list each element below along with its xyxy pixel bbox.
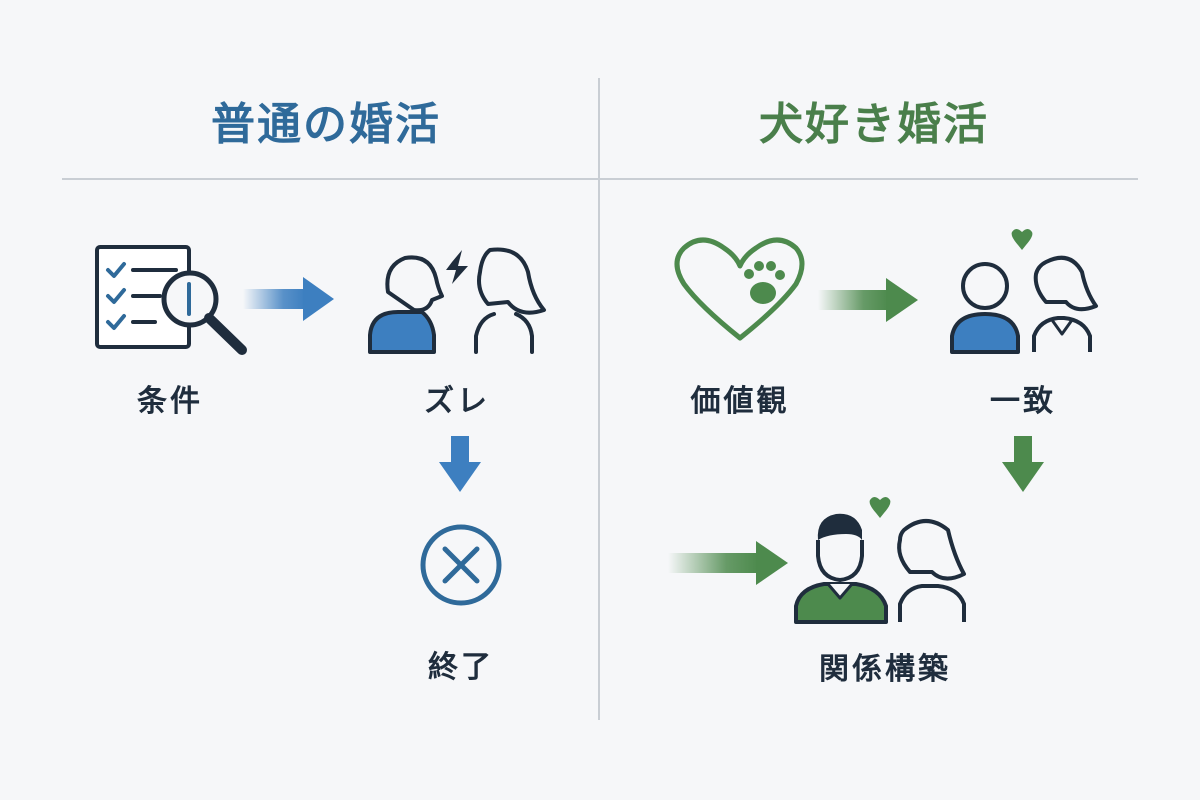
step-label-mismatch: ズレ [424,384,490,419]
step-label-relationship: 関係構築 [819,652,951,687]
right-column-title: 犬好き婚活 [759,99,989,150]
matched-couple-icon [950,229,1098,354]
checklist-magnifier-icon [95,245,247,355]
flow-arrow-right-1 [818,278,918,322]
center-divider [598,78,600,720]
left-column-title: 普通の婚活 [211,99,441,150]
flow-arrow-right-down [1002,436,1044,492]
happy-couple-icon [794,497,966,624]
step-label-end: 終了 [428,650,494,685]
step-label-values: 価値観 [690,384,790,419]
flow-arrow-left-down [439,436,481,492]
cross-circle-icon [420,524,502,606]
flow-arrow-left-1 [243,277,334,321]
heart-paw-icon [674,237,805,341]
step-label-agreement: 一致 [990,384,1056,419]
flow-arrow-right-2 [668,541,788,585]
header-divider [62,178,1138,180]
step-label-conditions: 条件 [137,384,203,419]
conflict-couple-icon [368,247,546,354]
